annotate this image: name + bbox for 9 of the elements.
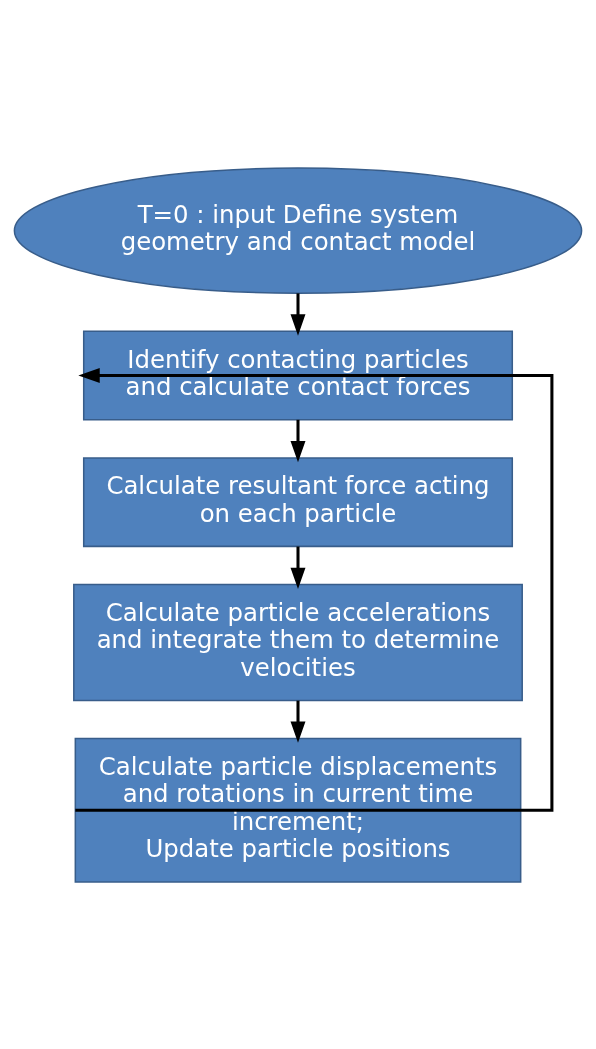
node-box: Calculate particle displacements and rotations in current time increment; Update particle positions bbox=[74, 737, 522, 883]
node-box: Calculate particle accelerations and integrate them to determine velocities bbox=[73, 583, 523, 701]
arrow bbox=[290, 546, 306, 589]
arrow bbox=[290, 292, 306, 336]
node-box: Identify contacting particles and calculate contact forces bbox=[82, 330, 514, 421]
arrow bbox=[290, 700, 306, 743]
node-box: Calculate resultant force acting on each particle bbox=[82, 456, 514, 547]
arrow bbox=[290, 419, 306, 462]
node-ellipse: T=0 : input Define system geometry and contact model bbox=[13, 166, 583, 294]
